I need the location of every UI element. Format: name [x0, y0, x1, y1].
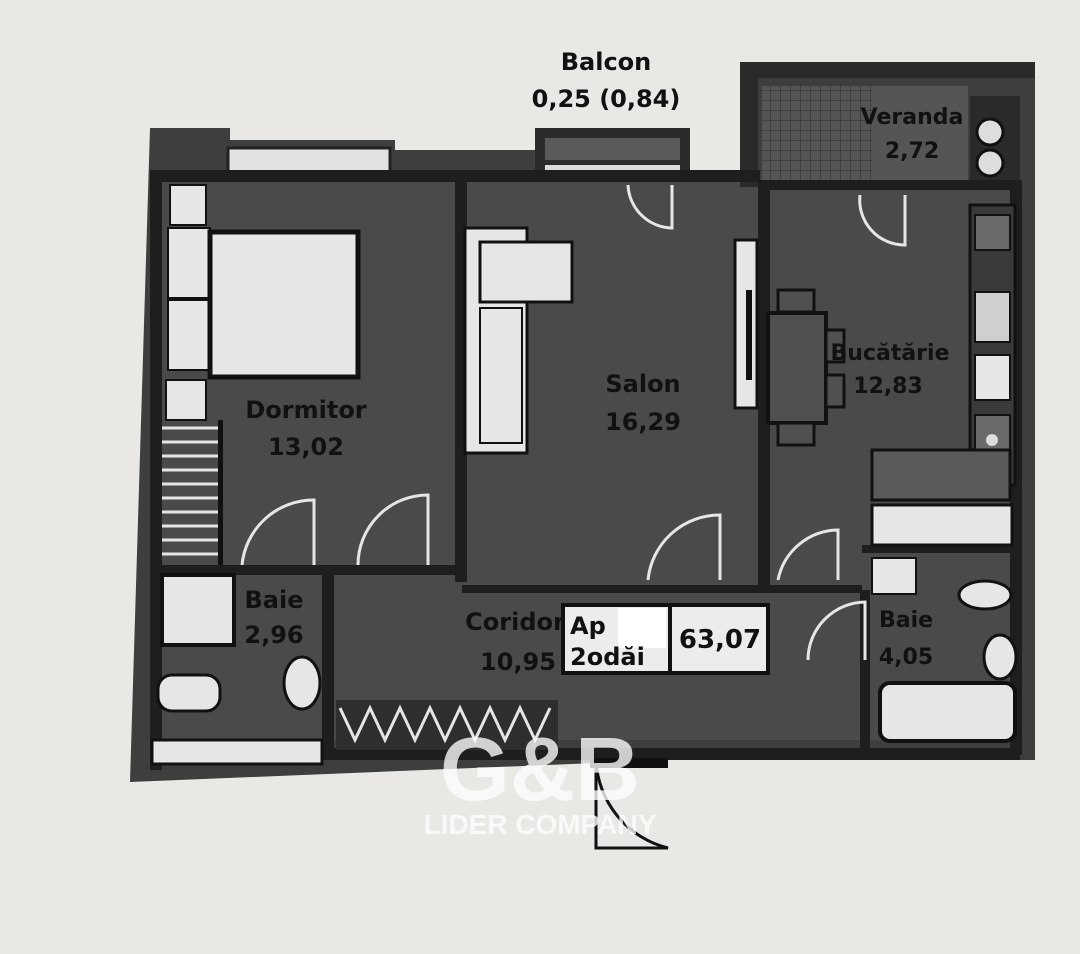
label-balcon-name: Balcon [561, 48, 652, 76]
label-veranda-area: 2,72 [885, 139, 939, 164]
interior-walls [150, 170, 1022, 770]
label-bucatarie-name: Bucătărie [831, 341, 950, 366]
summary-total: 63,07 [679, 625, 761, 655]
summary-line1: Ap [570, 612, 606, 640]
label-dormitor-name: Dormitor [245, 396, 366, 424]
corridor-wardrobe [336, 700, 558, 750]
summary-line2: 2odăi [570, 643, 645, 671]
label-bucatarie-area: 12,83 [853, 374, 923, 399]
bathroom-2-fixtures [871, 557, 1018, 743]
label-baie1-name: Baie [245, 586, 304, 614]
kitchen-furniture [766, 203, 1017, 547]
label-coridor-name: Coridor [465, 608, 565, 636]
watermark-company: LIDER COMPANY [424, 809, 657, 840]
bedroom-furniture [162, 184, 361, 565]
label-veranda-name: Veranda [861, 105, 964, 130]
bathroom-1-fixtures [150, 573, 324, 766]
label-baie2-area: 4,05 [879, 645, 933, 670]
veranda-area [740, 62, 1035, 187]
door-swings [240, 184, 907, 850]
label-salon-name: Salon [605, 370, 680, 398]
summary-label-box [561, 603, 770, 675]
label-salon-area: 16,29 [605, 408, 681, 436]
balcony-area [535, 128, 690, 173]
label-baie2-name: Baie [879, 608, 933, 633]
label-balcon-area: 0,25 (0,84) [532, 85, 681, 113]
living-room-furniture [463, 226, 759, 455]
label-baie1-area: 2,96 [244, 621, 303, 649]
label-dormitor-area: 13,02 [268, 433, 344, 461]
watermark-logo: G&B [440, 720, 640, 820]
label-coridor-area: 10,95 [480, 648, 556, 676]
